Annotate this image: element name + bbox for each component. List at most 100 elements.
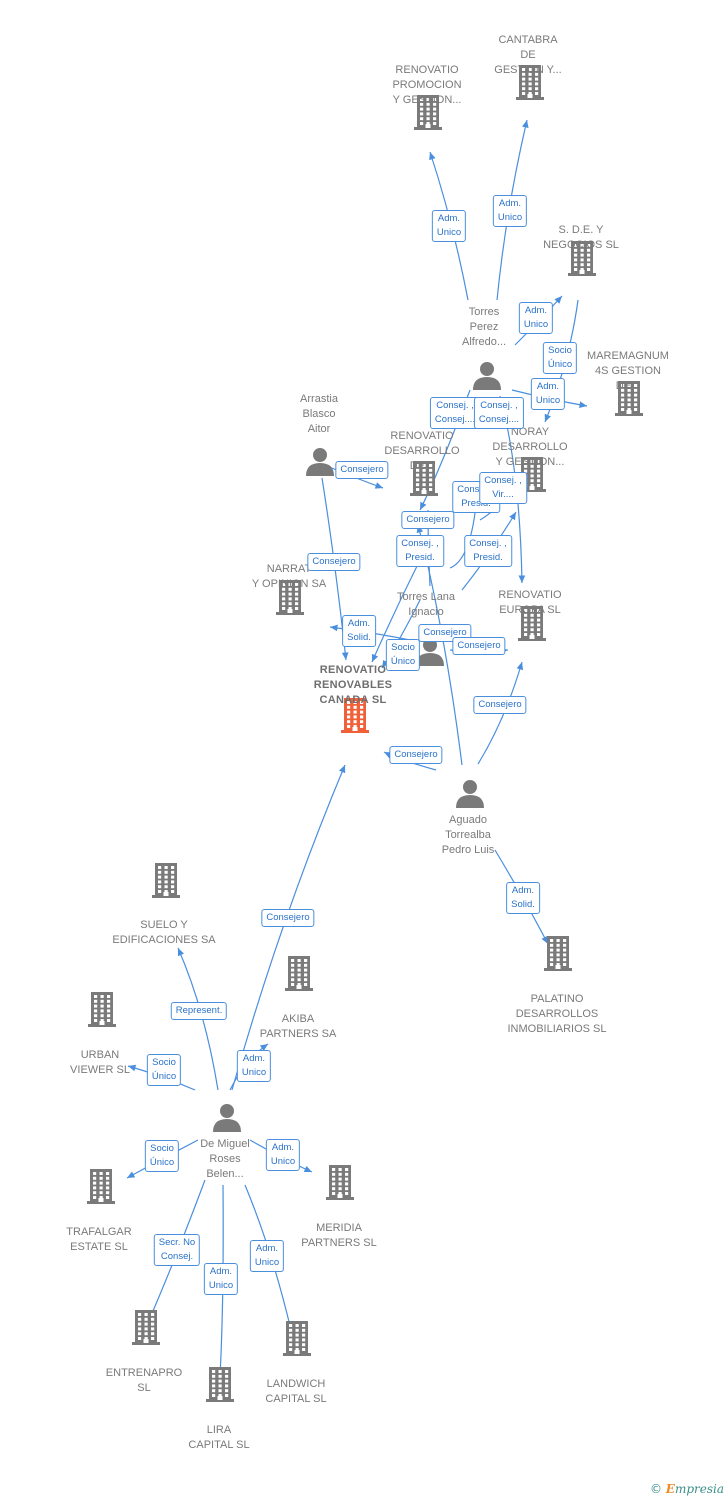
relation-label-line: Unico (270, 1156, 296, 1167)
relation-label[interactable]: Consej. ,Presid. (396, 535, 444, 567)
node-label-line: Torres Lana (396, 591, 456, 603)
relation-label-line: Unico (208, 1280, 234, 1291)
node-label-line: PROMOCION (392, 79, 462, 91)
node-label-line: CANTABRA (498, 34, 558, 46)
node-label-line: PARTNERS SA (259, 1028, 337, 1040)
relation-label-line: Unico (254, 1257, 280, 1268)
company-building-icon[interactable] (518, 605, 546, 646)
relation-label[interactable]: Consejero (473, 696, 527, 714)
relation-label[interactable]: Consejero (389, 746, 443, 764)
node-label-line: DESARROLLO (492, 441, 568, 453)
relation-label-line: Consej. , (484, 475, 522, 486)
relation-label[interactable]: Consejero (335, 461, 389, 479)
relation-label-line: Consej.... (434, 414, 476, 425)
relation-label[interactable]: Adm.Solid. (342, 615, 376, 647)
company-building-icon[interactable] (276, 579, 304, 620)
node-label-line: Arrastia (300, 393, 338, 405)
node-label-line: VIEWER SL (70, 1064, 130, 1076)
relation-label-line: Represent. (175, 1005, 223, 1016)
relation-label-line: Adm. (255, 1243, 279, 1254)
company-building-icon[interactable] (326, 1164, 354, 1205)
node-label-line: De Miguel (200, 1138, 250, 1150)
relation-label[interactable]: Adm.Unico (265, 1139, 301, 1171)
company-building-icon[interactable] (88, 991, 116, 1032)
node-label-line: DESARROLLOS (515, 1008, 599, 1020)
relation-label[interactable]: Consej. ,Consej.... (429, 397, 481, 429)
node-label-line: Roses (209, 1153, 241, 1165)
relation-label-line: Consejero (266, 912, 310, 923)
company-building-icon[interactable] (615, 380, 643, 421)
relation-label[interactable]: Adm.Solid. (506, 882, 540, 914)
relation-label-line: Consej.... (478, 414, 520, 425)
relation-label-line: Consej. , (401, 538, 439, 549)
relation-label[interactable]: Consej. ,Consej.... (473, 397, 525, 429)
company-building-icon[interactable] (516, 64, 544, 105)
company-building-icon[interactable] (568, 240, 596, 281)
relation-label[interactable]: Adm.Unico (236, 1050, 272, 1082)
node-label-line: Aitor (307, 423, 331, 435)
node-label-line: SUELO Y (140, 919, 188, 931)
relation-label[interactable]: Consejero (307, 553, 361, 571)
person-icon[interactable] (305, 446, 335, 481)
relation-label[interactable]: Adm.Unico (431, 210, 467, 242)
company-building-icon[interactable] (132, 1309, 160, 1350)
relation-label[interactable]: Adm. Unico (249, 1240, 285, 1272)
company-building-icon[interactable] (544, 935, 572, 976)
company-building-icon[interactable] (410, 460, 438, 501)
node-label-line: RENOVATIO (498, 589, 562, 601)
company-building-icon[interactable] (152, 862, 180, 903)
node-label-line: ENTRENAPRO (105, 1367, 183, 1379)
company-building-icon[interactable] (414, 94, 442, 135)
relation-label-line: Unico (535, 395, 561, 406)
main-company-icon[interactable] (341, 697, 369, 738)
company-building-icon[interactable] (87, 1168, 115, 1209)
relation-label[interactable]: Consej. ,Vir.... (479, 472, 527, 504)
person-icon[interactable] (455, 778, 485, 813)
relation-label[interactable]: Consejero (261, 909, 315, 927)
relation-label[interactable]: Consejero (452, 637, 506, 655)
relation-label[interactable]: Adm.Unico (518, 302, 554, 334)
relation-label-line: Presid. (461, 498, 491, 509)
relation-label[interactable]: Adm.Unico (530, 378, 566, 410)
company-building-icon[interactable] (285, 955, 313, 996)
company-building-icon[interactable] (206, 1366, 234, 1407)
node-label-line: RENOVATIO (395, 64, 459, 76)
relation-label[interactable]: Adm.Unico (492, 195, 528, 227)
relation-label-line: Consejero (340, 464, 384, 475)
person-icon[interactable] (212, 1102, 242, 1137)
relation-label[interactable]: Represent. (170, 1002, 228, 1020)
relation-label[interactable]: Adm.Unico (203, 1263, 239, 1295)
company-building-icon[interactable] (283, 1320, 311, 1361)
relation-label[interactable]: Consejero (401, 511, 455, 529)
person-icon[interactable] (472, 360, 502, 395)
relation-label[interactable]: Consej. ,Presid. (464, 535, 512, 567)
